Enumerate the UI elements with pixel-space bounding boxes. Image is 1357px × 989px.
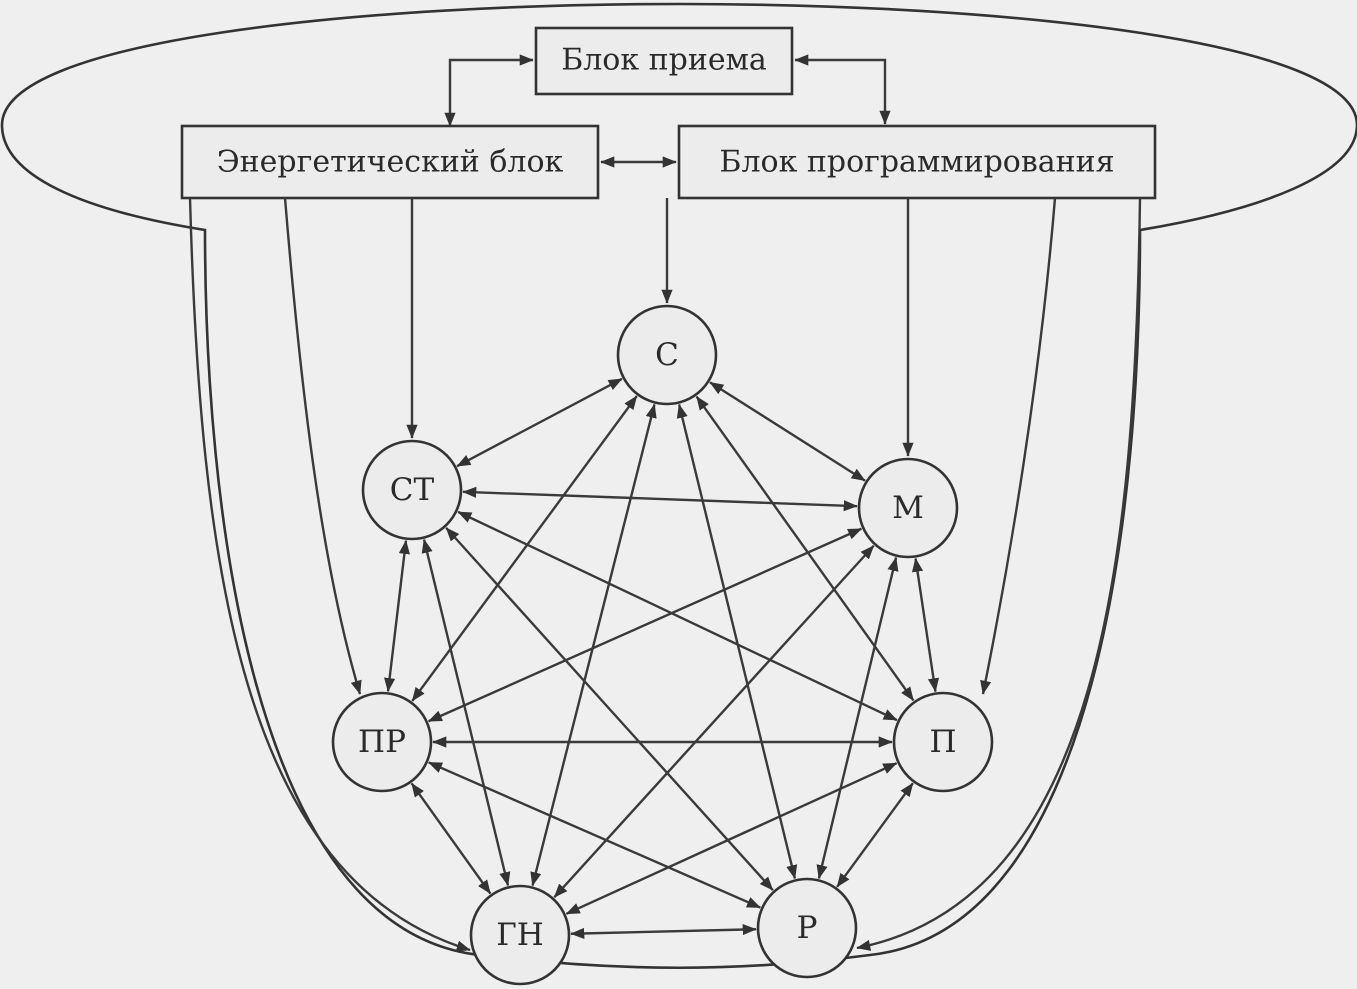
edge-ring-p xyxy=(980,197,1057,695)
edge-energy-reception xyxy=(444,54,534,127)
edge-pr-r xyxy=(428,761,761,909)
block-programming: Блок программирования xyxy=(677,124,1157,200)
node-r: Р xyxy=(756,877,858,979)
edge-p-gn xyxy=(565,762,898,915)
node-st: СТ xyxy=(361,439,463,541)
block-programming-label: Блок программирования xyxy=(719,145,1114,180)
node-pr: ПР xyxy=(331,691,433,793)
node-gn-label: ГН xyxy=(496,917,544,953)
edge-st-pr xyxy=(384,539,410,693)
edge-ring-r xyxy=(856,197,1142,951)
edge-ring-gn xyxy=(188,197,471,952)
node-m-label: М xyxy=(892,490,924,526)
node-pr-label: ПР xyxy=(358,724,406,760)
edges-group xyxy=(188,54,1142,952)
node-s-label: С xyxy=(655,337,679,373)
edge-m-r xyxy=(816,556,899,880)
edge-s-pr xyxy=(411,395,638,702)
node-p-label: П xyxy=(929,724,956,760)
edge-m-p xyxy=(911,557,940,693)
edge-pr-gn xyxy=(410,782,492,895)
edge-s-st xyxy=(456,377,623,468)
node-m: М xyxy=(857,457,959,559)
edge-p-r xyxy=(836,782,914,888)
node-s: С xyxy=(616,304,718,406)
edge-ring-pr xyxy=(283,197,362,695)
block-reception: Блок приема xyxy=(534,26,794,96)
edge-m-pr xyxy=(427,527,863,723)
node-gn: ГН xyxy=(469,884,571,986)
block-energy: Энергетический блок xyxy=(180,124,600,200)
edge-m-gn xyxy=(553,544,875,899)
block-energy-label: Энергетический блок xyxy=(217,145,564,180)
edge-st-gn xyxy=(421,538,511,887)
edge-s-r xyxy=(676,403,798,880)
node-p: П xyxy=(892,691,994,793)
edge-gn-r xyxy=(570,923,757,940)
node-st-label: СТ xyxy=(390,472,435,508)
block-reception-label: Блок приема xyxy=(561,43,767,78)
node-r-label: Р xyxy=(797,910,818,946)
edge-s-m xyxy=(709,381,866,482)
edge-reception-programming xyxy=(794,54,891,125)
edge-st-m xyxy=(462,486,858,512)
